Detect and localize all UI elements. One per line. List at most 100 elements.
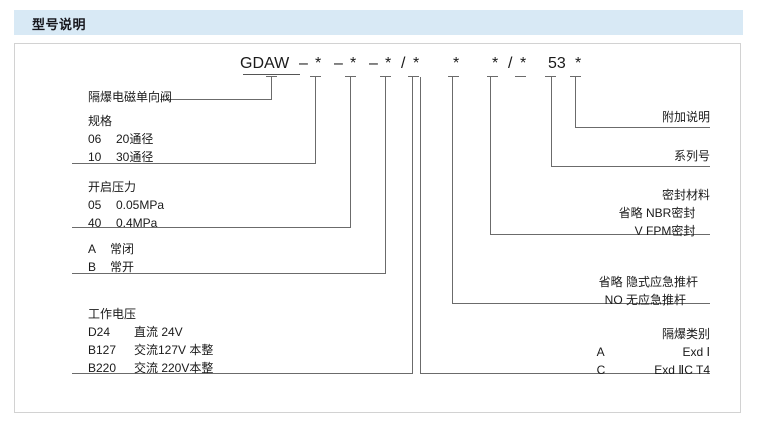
- model-code-token-3: –: [334, 55, 343, 72]
- code-tick-2: [310, 76, 321, 77]
- model-code-token-0: GDAW: [240, 55, 290, 72]
- label-heading: 系列号: [673, 149, 710, 163]
- label-heading: 隔爆类别: [661, 327, 710, 341]
- code-tick-4: [380, 76, 391, 77]
- label-group-valve-state: A 常闭 B 常开: [88, 240, 134, 276]
- label-code: 省略: [618, 206, 643, 220]
- label-code: 05: [88, 198, 102, 212]
- label-code: 40: [88, 216, 102, 230]
- leader-v-sealing-material: [490, 77, 491, 234]
- label-row: D24 直流 24V: [88, 323, 213, 341]
- label-group-series-number: 系列号: [530, 147, 710, 165]
- label-desc: 交流127V 本整: [134, 343, 214, 357]
- label-desc: 直流 24V: [134, 325, 183, 339]
- leader-h-series-number: [551, 166, 710, 167]
- gdaw-underline: [243, 74, 300, 75]
- label-desc: NBR密封: [646, 206, 696, 220]
- label-desc: Exd ⅡC T4: [654, 363, 710, 377]
- label-desc: FPM密封: [646, 224, 696, 238]
- model-code-token-2: *: [315, 55, 322, 72]
- code-tick-1: [266, 76, 277, 77]
- label-desc: 无应急推杆: [626, 293, 687, 307]
- label-code: A: [596, 345, 605, 359]
- model-code-token-9: *: [453, 55, 460, 72]
- label-group-sealing-material: 密封材料 省略 NBR密封 V FPM密封: [500, 186, 710, 240]
- leader-v-emergency-push-rod: [452, 77, 453, 303]
- label-code: A: [88, 242, 97, 256]
- label-row: 隔爆电磁单向阀: [88, 88, 172, 106]
- label-row: 省略 隐式应急推杆: [480, 273, 710, 291]
- leader-h-explosion-proof-category: [420, 373, 710, 374]
- label-heading: 附加说明: [661, 110, 710, 124]
- code-tick-10: [570, 76, 581, 77]
- model-code-token-6: *: [385, 55, 392, 72]
- label-code: 06: [88, 132, 102, 146]
- label-row: NO 无应急推杆: [480, 291, 710, 309]
- model-code-token-14: *: [575, 55, 582, 72]
- label-group-product-name: 隔爆电磁单向阀: [88, 88, 172, 106]
- label-row: 省略 NBR密封: [500, 204, 710, 222]
- label-code: V: [634, 224, 643, 238]
- label-desc: 0.05MPa: [116, 198, 165, 212]
- label-code: B127: [88, 343, 117, 357]
- leader-h-specification: [72, 163, 316, 164]
- label-desc: 30通径: [116, 150, 154, 164]
- label-row: 05 0.05MPa: [88, 196, 164, 214]
- label-row: 10 30通径: [88, 148, 153, 166]
- label-code: B: [88, 260, 97, 274]
- leader-h-product-name: [160, 99, 272, 100]
- label-code: NO: [604, 293, 623, 307]
- page-title: 型号说明: [32, 17, 87, 32]
- code-tick-9: [545, 76, 556, 77]
- label-heading: 密封材料: [661, 188, 710, 202]
- label-group-additional-description: 附加说明: [530, 108, 710, 126]
- label-desc: 隔爆电磁单向阀: [88, 90, 173, 104]
- leader-v-valve-state: [385, 77, 386, 273]
- code-tick-7: [487, 76, 498, 77]
- label-desc: 常闭: [110, 242, 135, 256]
- label-code: C: [596, 363, 606, 377]
- label-heading: 规格: [88, 114, 113, 128]
- label-row: C Exd ⅡC T4: [490, 361, 710, 379]
- code-tick-3: [345, 76, 356, 77]
- label-row: A Exd Ⅰ: [490, 343, 710, 361]
- label-row: B127 交流127V 本整: [88, 341, 213, 359]
- model-code-token-8: *: [413, 55, 420, 72]
- label-code: 省略: [598, 275, 623, 289]
- label-row: A 常闭: [88, 240, 134, 258]
- label-code: 10: [88, 150, 102, 164]
- label-group-explosion-proof-category: 隔爆类别 A Exd Ⅰ C Exd ⅡC T4: [490, 325, 710, 379]
- model-code-token-1: –: [299, 55, 308, 72]
- model-code-token-4: *: [350, 55, 357, 72]
- leader-v-opening-pressure: [350, 77, 351, 227]
- label-desc: Exd Ⅰ: [682, 345, 710, 359]
- section-title-bar: 型号说明: [14, 10, 743, 35]
- leader-h-sealing-material: [490, 234, 710, 235]
- label-group-emergency-push-rod: 省略 隐式应急推杆 NO 无应急推杆: [480, 273, 710, 309]
- leader-v-explosion-proof-category: [420, 77, 421, 373]
- model-code-token-11: /: [508, 55, 513, 72]
- code-tick-8: [515, 76, 526, 77]
- diagram-frame: [14, 43, 741, 413]
- model-code-token-12: *: [520, 55, 527, 72]
- label-code: D24: [88, 325, 111, 339]
- leader-h-working-voltage: [72, 373, 413, 374]
- label-code: B220: [88, 361, 117, 375]
- label-desc: 常开: [110, 260, 135, 274]
- code-tick-5: [408, 76, 419, 77]
- leader-v-product-name: [271, 77, 272, 99]
- model-code-token-5: –: [369, 55, 378, 72]
- leader-h-opening-pressure: [72, 227, 351, 228]
- label-desc: 隐式应急推杆: [626, 275, 699, 289]
- code-tick-6: [448, 76, 459, 77]
- model-code-token-7: /: [401, 55, 406, 72]
- label-row: B 常开: [88, 258, 134, 276]
- leader-h-emergency-push-rod: [452, 303, 710, 304]
- leader-v-additional-description: [575, 77, 576, 127]
